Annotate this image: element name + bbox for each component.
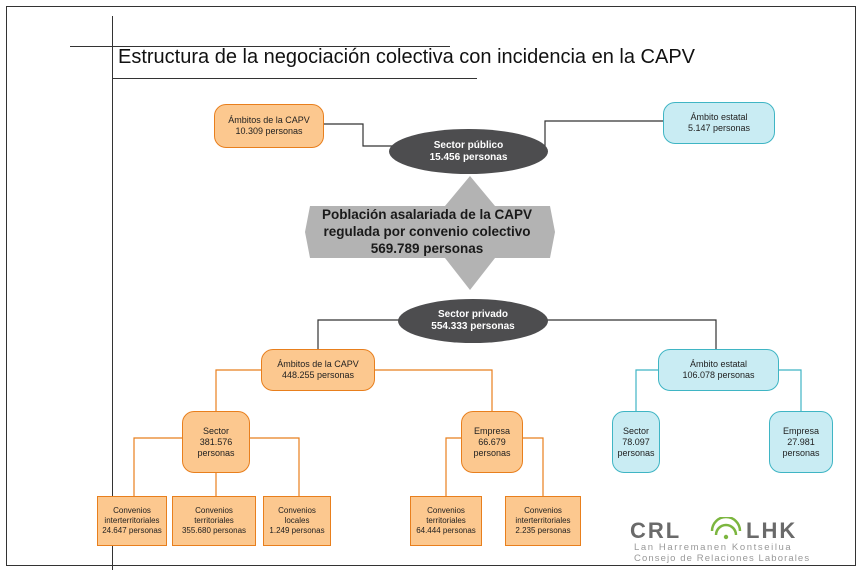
title-rule-top: [70, 46, 450, 47]
convenio-line3: 1.249 personas: [269, 526, 325, 535]
connector-private-capv: [317, 319, 400, 350]
estatal-empresa-line3: personas: [782, 447, 820, 458]
public-estatal-box: Ámbito estatal 5.147 personas: [663, 102, 775, 144]
private-capv-value: 448.255 personas: [281, 370, 355, 380]
crl-lhk-logo: CRL LHK: [630, 517, 797, 543]
estatal-sector-line1: Sector: [622, 425, 649, 436]
capv-sector-line2: 381.576: [199, 436, 233, 447]
private-sector-value: 554.333 personas: [431, 321, 515, 332]
logo-subtitle-basque: Lan Harremanen Kontseilua: [634, 542, 793, 553]
capv-empresa-line3: personas: [473, 447, 511, 458]
capv-empresa-box: Empresa 66.679 personas: [461, 411, 523, 473]
convenio-line2: territoriales: [194, 516, 234, 525]
capv-empresa-line1: Empresa: [473, 425, 510, 436]
estatal-sector-line2: 78.097: [622, 436, 650, 447]
convenio-line1: Convenios: [195, 506, 233, 515]
convenio-line1: Convenios: [524, 506, 562, 515]
estatal-sector-box: Sector 78.097 personas: [612, 411, 660, 473]
public-estatal-value: 5.147 personas: [687, 123, 751, 133]
central-line-3: 569.789 personas: [370, 240, 484, 256]
connector-sector-locales: [249, 437, 300, 497]
connector-estatal-sector: [635, 369, 659, 412]
convenio-line1: Convenios: [427, 506, 465, 515]
convenio-box-interterritoriales-empresa: Convenios interterritoriales 2.235 perso…: [505, 496, 581, 546]
central-population-label: Población asalariada de la CAPV regulada…: [313, 195, 541, 267]
estatal-empresa-line2: 27.981: [787, 436, 815, 447]
convenio-box-territoriales-empresa: Convenios territoriales 64.444 personas: [410, 496, 482, 546]
logo-text-crl: CRL: [630, 518, 681, 543]
private-sector-label: Sector privado: [437, 309, 509, 320]
convenio-box-territoriales-sector: Convenios territoriales 355.680 personas: [172, 496, 256, 546]
connector-empresa-territoriales: [445, 437, 462, 497]
convenio-line3: 64.444 personas: [416, 526, 476, 535]
estatal-sector-line3: personas: [617, 447, 655, 458]
public-capv-box: Ámbitos de la CAPV 10.309 personas: [214, 104, 324, 148]
public-capv-value: 10.309 personas: [235, 126, 303, 136]
convenio-line2: interterritoriales: [515, 516, 571, 525]
convenio-line3: 2.235 personas: [515, 526, 571, 535]
page-title: Estructura de la negociación colectiva c…: [118, 46, 695, 68]
capv-empresa-line2: 66.679: [478, 436, 506, 447]
convenio-line2: interterritoriales: [104, 516, 160, 525]
private-estatal-box: Ámbito estatal 106.078 personas: [658, 349, 779, 391]
central-line-2: regulada por convenio colectivo: [323, 223, 531, 239]
capv-sector-box: Sector 381.576 personas: [182, 411, 250, 473]
public-estatal-label: Ámbito estatal: [690, 112, 748, 122]
public-capv-label: Ámbitos de la CAPV: [228, 115, 310, 125]
private-capv-label: Ámbitos de la CAPV: [277, 359, 359, 369]
wifi-icon: [710, 517, 742, 540]
central-hexagon: [305, 176, 555, 290]
convenio-line3: 355.680 personas: [181, 526, 247, 535]
title-rule-vertical: [112, 16, 113, 570]
convenio-line1: Convenios: [278, 506, 316, 515]
capv-sector-line3: personas: [197, 447, 235, 458]
private-estatal-value: 106.078 personas: [682, 370, 755, 380]
convenio-line2: territoriales: [426, 516, 466, 525]
convenio-box-interterritoriales-sector: Convenios interterritoriales 24.647 pers…: [97, 496, 167, 546]
public-sector-value: 15.456 personas: [429, 151, 508, 163]
connector-empresa-interterritoriales: [522, 437, 544, 497]
estatal-empresa-line1: Empresa: [782, 425, 819, 436]
convenio-line3: 24.647 personas: [102, 526, 162, 535]
capv-sector-line1: Sector: [202, 425, 229, 436]
convenio-line2: locales: [284, 516, 310, 525]
private-estatal-label: Ámbito estatal: [689, 359, 748, 369]
connector-capv-sector: [215, 369, 262, 412]
chart-frame: [6, 6, 856, 566]
connector-public-estatal: [544, 120, 664, 146]
connector-sector-interterritoriales: [133, 437, 183, 497]
central-line-1: Población asalariada de la CAPV: [321, 206, 533, 222]
convenio-box-locales-sector: Convenios locales 1.249 personas: [263, 496, 331, 546]
private-capv-box: Ámbitos de la CAPV 448.255 personas: [261, 349, 375, 391]
connector-private-estatal: [545, 319, 717, 350]
public-sector-label: Sector público: [433, 139, 504, 151]
public-sector-ellipse: Sector público 15.456 personas: [389, 129, 548, 174]
connector-public-capv: [323, 123, 395, 147]
estatal-empresa-box: Empresa 27.981 personas: [769, 411, 833, 473]
connector-capv-empresa: [374, 369, 493, 412]
convenio-line1: Convenios: [113, 506, 151, 515]
title-underline: [112, 78, 477, 79]
connector-estatal-empresa: [778, 369, 802, 412]
logo-subtitle-spanish: Consejo de Relaciones Laborales: [634, 553, 811, 564]
private-sector-ellipse: Sector privado 554.333 personas: [398, 299, 548, 343]
logo-text-lhk: LHK: [746, 518, 797, 543]
